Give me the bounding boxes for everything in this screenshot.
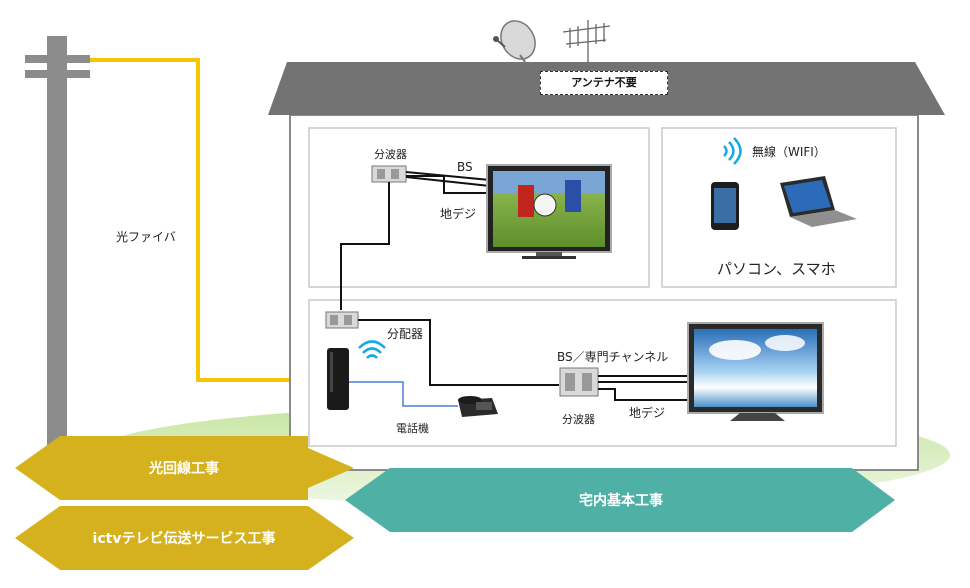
splitter-bottom-icon: [559, 367, 599, 397]
fiber-work-label: 光回線工事: [149, 461, 219, 477]
cable-lower: [358, 319, 559, 386]
fiber-label: 光ファイバ: [116, 230, 176, 244]
ictv-work-label: ictvテレビ伝送サービス工事: [92, 531, 276, 547]
utility-pole: [25, 36, 90, 466]
phone-label: 電話機: [396, 422, 429, 435]
digital-top-label: 地デジ: [440, 207, 477, 221]
arrow-ictv-work: [15, 506, 354, 570]
bs-top-label: BS: [457, 160, 473, 174]
smartphone-icon: [711, 182, 739, 230]
distributor-label: 分配器: [387, 327, 424, 341]
cable-top-vertical: [340, 182, 390, 310]
telephone-icon: [458, 396, 498, 417]
home-work-label: 宅内基本工事: [579, 493, 663, 509]
bs-special-label: BS／専門チャンネル: [557, 350, 669, 364]
digital-bottom-label: 地デジ: [629, 406, 666, 420]
splitter-bottom-label: 分波器: [562, 413, 595, 426]
phone-line: [349, 381, 458, 407]
wireless-label: 無線（WIFI）: [752, 145, 826, 159]
room-upper-right: [661, 127, 897, 288]
satellite-dish-icon: [493, 20, 536, 63]
fiber-cable: [90, 58, 303, 382]
wifi-router-icon: [358, 340, 386, 359]
tv-sky-icon: [687, 322, 824, 421]
splitter-top-icon: [371, 165, 407, 183]
laptop-icon: [780, 176, 857, 227]
wifi-icon: [723, 137, 742, 165]
tv-antenna-icon: [562, 20, 611, 62]
arrow-fiber-work: [15, 436, 354, 500]
antenna-not-needed-banner: アンテナ不要: [540, 71, 668, 95]
distributor-icon: [325, 311, 359, 329]
pc-phone-label: パソコン、スマホ: [717, 260, 836, 278]
splitter-top-label: 分波器: [374, 148, 407, 161]
router-icon: [327, 348, 349, 410]
arrow-home-work: [345, 468, 895, 532]
tv-soccer-icon: [486, 164, 612, 259]
